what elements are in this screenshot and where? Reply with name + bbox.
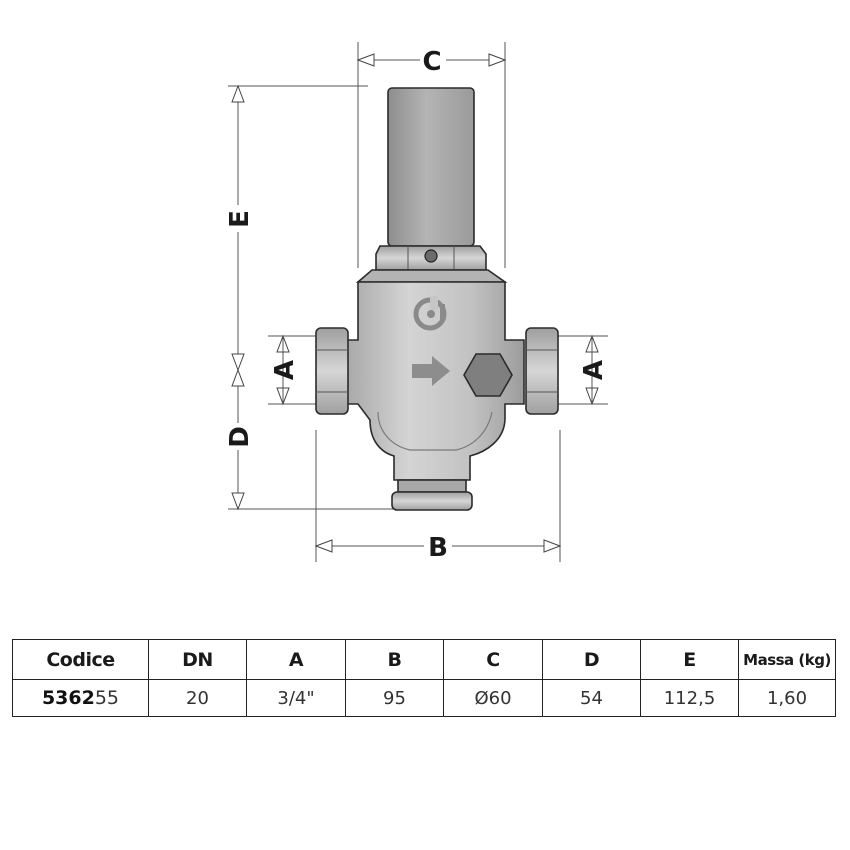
header-massa: Massa (kg) — [738, 639, 836, 680]
specification-table: Codice DN A B C D E Massa (kg) 536255 20… — [12, 639, 836, 717]
cell-a: 3/4" — [246, 679, 346, 717]
dimension-b-label: B — [428, 533, 448, 563]
cell-b: 95 — [345, 679, 444, 717]
dimension-a-left-label: A — [270, 360, 300, 380]
inlet-nut — [315, 327, 349, 415]
dimension-c: C — [356, 47, 507, 77]
dimension-a-left: A — [270, 334, 300, 406]
dimension-a-right-label: A — [579, 360, 609, 380]
table-header-row: Codice DN A B C D E Massa (kg) — [12, 639, 836, 680]
cap-screw — [424, 249, 438, 263]
dimension-c-label: C — [422, 47, 441, 77]
header-b: B — [345, 639, 444, 680]
bottom-plug-nut — [391, 491, 473, 511]
dimension-a-right: A — [579, 334, 609, 406]
cell-d: 54 — [542, 679, 641, 717]
cell-e: 112,5 — [640, 679, 739, 717]
valve-bonnet — [355, 269, 508, 283]
outlet-nut — [525, 327, 559, 415]
cell-massa: 1,60 — [738, 679, 836, 717]
header-dn: DN — [148, 639, 247, 680]
bottom-plug — [397, 479, 467, 493]
header-e: E — [640, 639, 739, 680]
valve-cap — [387, 87, 475, 247]
code-bold-part: 5362 — [41, 687, 95, 709]
flow-direction-arrow-icon — [412, 356, 450, 386]
dimension-d-label: D — [225, 426, 255, 448]
table-row: 536255 20 3/4" 95 Ø60 54 112,5 1,60 — [12, 679, 836, 717]
header-c: C — [443, 639, 543, 680]
dimension-d: D — [225, 368, 255, 511]
hex-plug-icon — [463, 353, 513, 397]
cell-codice: 536255 — [12, 679, 149, 717]
header-d: D — [542, 639, 641, 680]
cell-c: Ø60 — [443, 679, 543, 717]
brand-logo-icon — [413, 296, 447, 331]
dimension-e: E — [225, 84, 255, 372]
header-a: A — [246, 639, 346, 680]
valve-technical-drawing: C B E D A A — [225, 42, 609, 563]
dimension-e-label: E — [225, 210, 255, 228]
extension-lines — [228, 42, 608, 562]
dimension-b: B — [314, 533, 562, 563]
pressure-reducing-valve — [315, 87, 559, 511]
header-codice: Codice — [12, 639, 149, 680]
cell-dn: 20 — [148, 679, 247, 717]
code-rest-part: 55 — [94, 687, 120, 709]
